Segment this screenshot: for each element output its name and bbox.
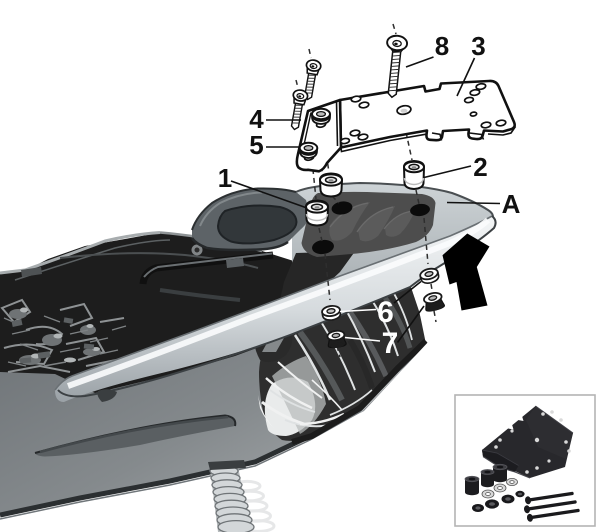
svg-text:8: 8 bbox=[435, 31, 449, 61]
svg-text:2: 2 bbox=[473, 152, 487, 182]
svg-text:7: 7 bbox=[382, 327, 399, 360]
svg-text:3: 3 bbox=[471, 31, 485, 61]
svg-text:4: 4 bbox=[249, 104, 264, 134]
svg-text:5: 5 bbox=[249, 130, 263, 160]
svg-text:1: 1 bbox=[218, 163, 232, 193]
svg-text:6: 6 bbox=[377, 296, 394, 329]
svg-text:A: A bbox=[502, 189, 521, 219]
